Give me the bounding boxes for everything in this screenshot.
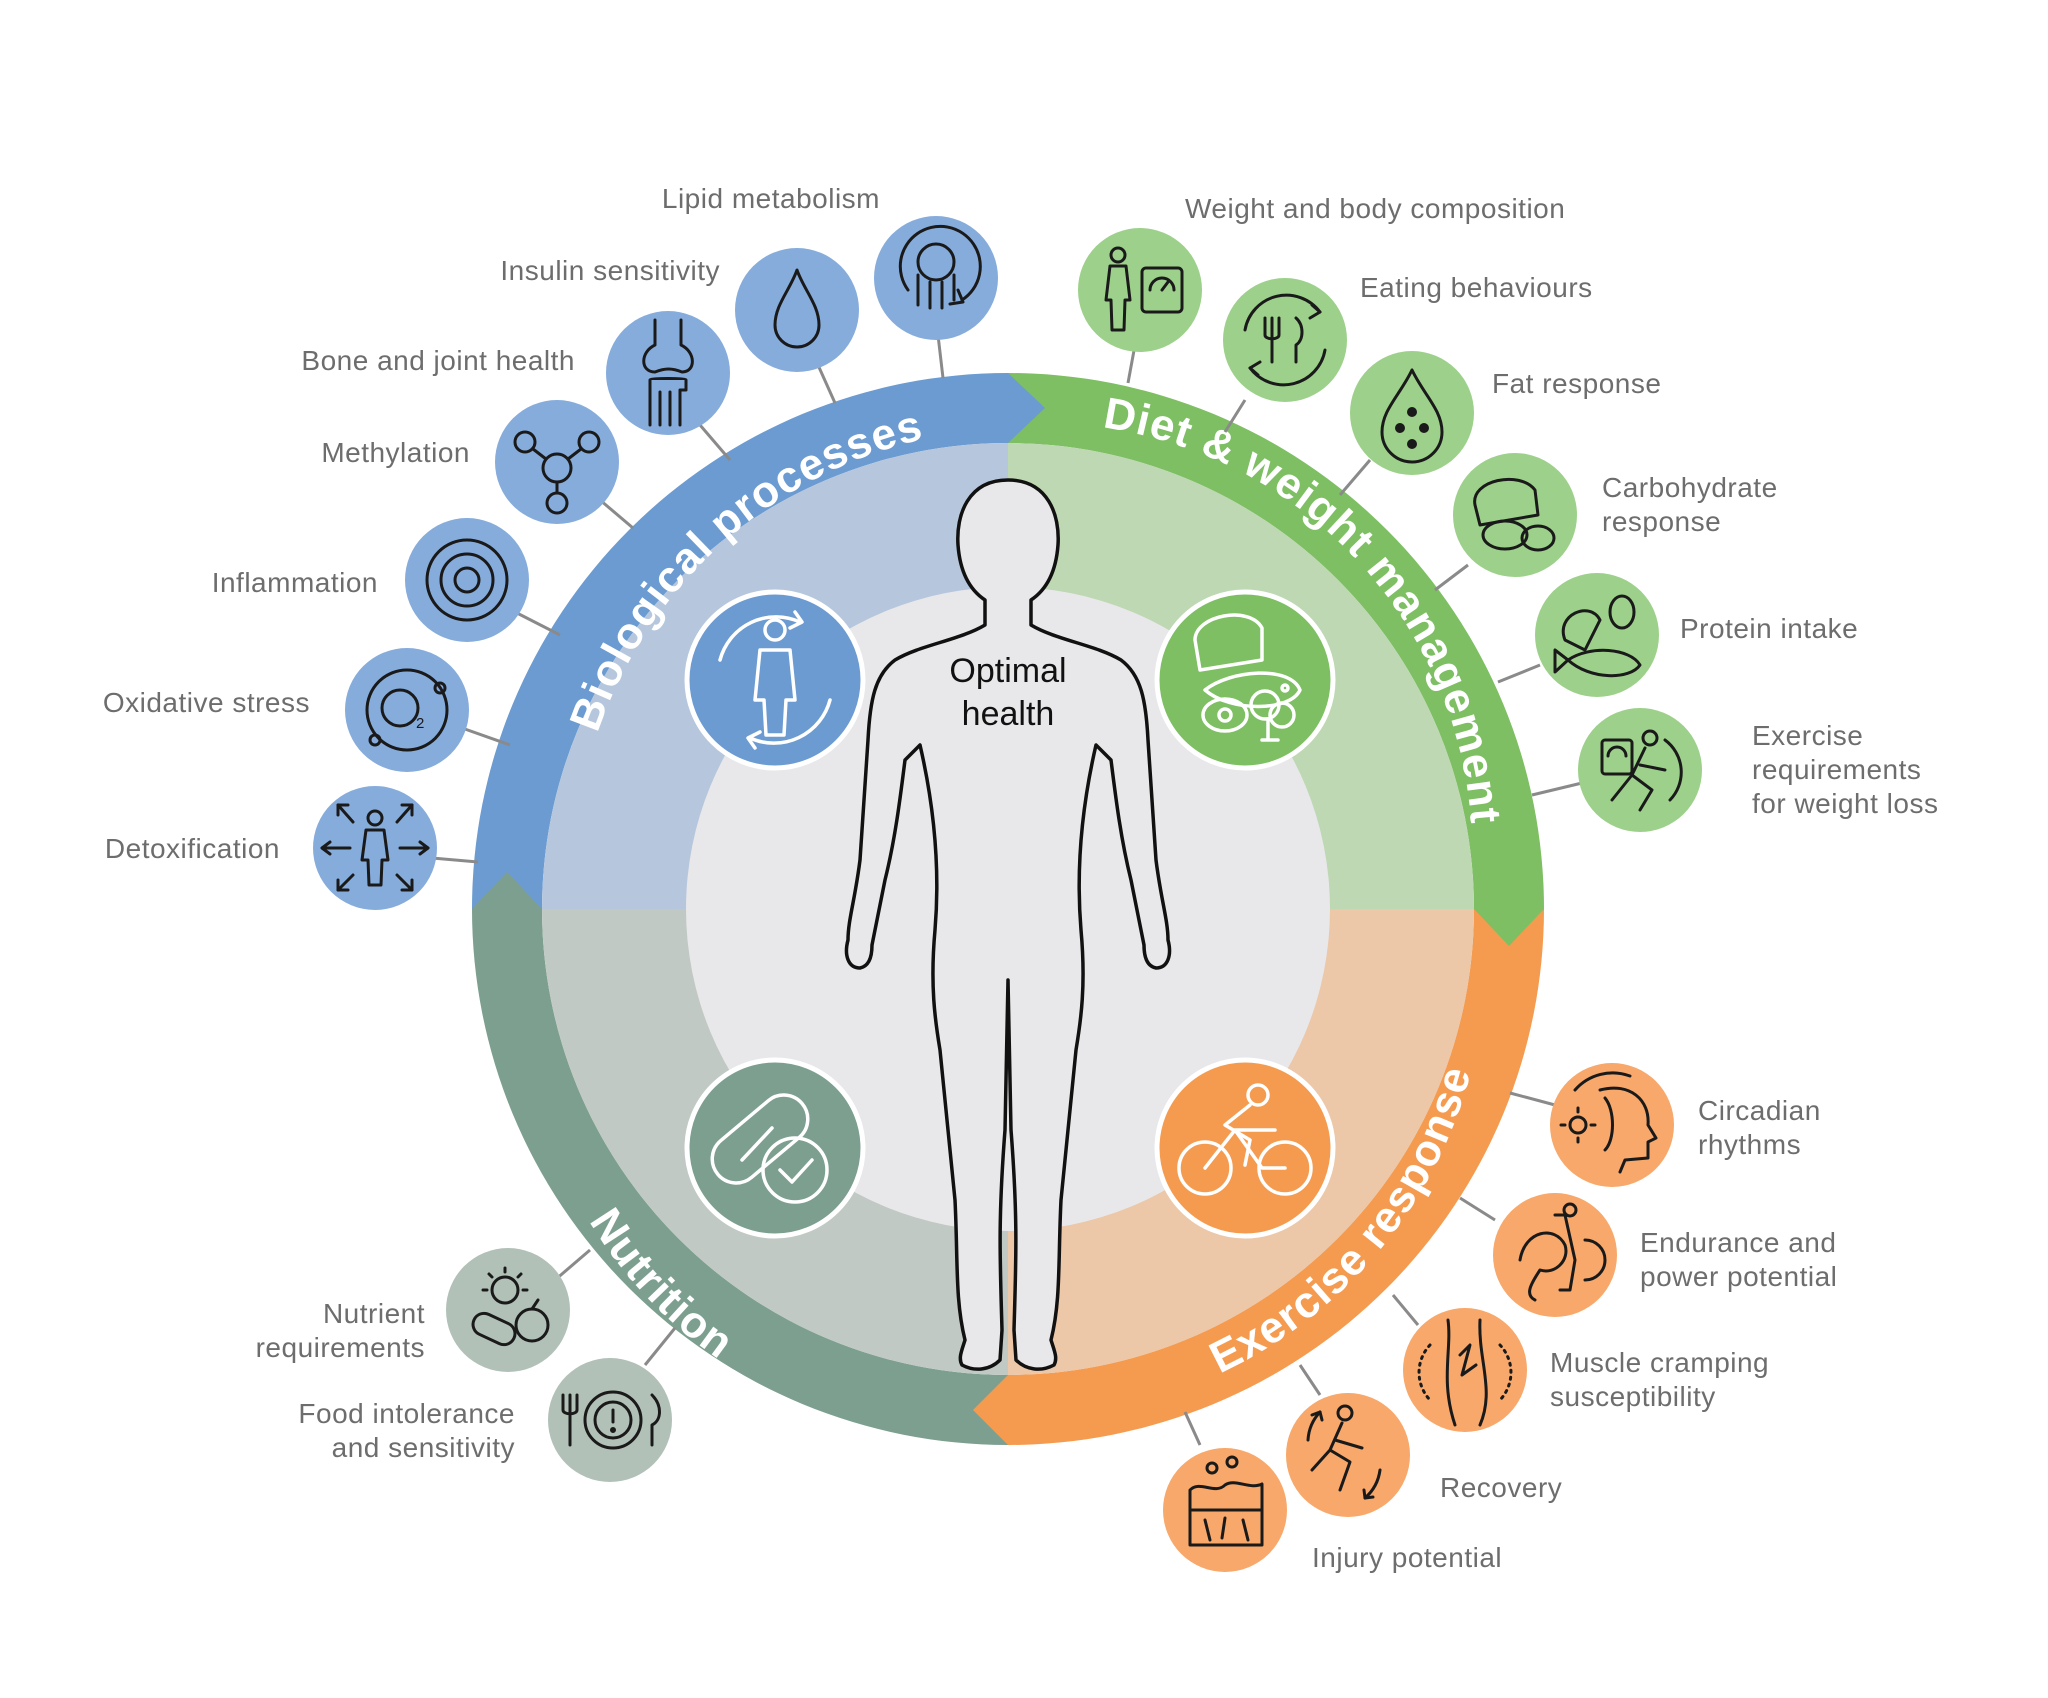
nutrition-item-intolerance-label-1: Food intolerance bbox=[298, 1398, 515, 1429]
diet-item-eating-label: Eating behaviours bbox=[1360, 272, 1593, 303]
exercise-item-injury: Injury potential bbox=[1163, 1448, 1502, 1573]
inner-icon-diet bbox=[1154, 589, 1336, 771]
diet-item-weight: Weight and body composition bbox=[1078, 193, 1565, 352]
bio-item-inflammation: Inflammation bbox=[212, 518, 529, 642]
nutrition-band bbox=[472, 909, 1008, 1445]
arrow-bio-to-diet bbox=[1008, 373, 1045, 443]
knee-joint-icon bbox=[642, 318, 694, 427]
cramp-leg-icon bbox=[1417, 1318, 1513, 1427]
bread-potato-icon bbox=[1473, 477, 1556, 552]
diet-item-carb: Carbohydrate response bbox=[1453, 453, 1778, 577]
exercise-item-cramp-label-1: Muscle cramping bbox=[1550, 1347, 1769, 1378]
body-scale-icon bbox=[1104, 246, 1184, 332]
diet-item-carb-label-2: response bbox=[1602, 506, 1721, 537]
human-figure: Optimal health bbox=[844, 478, 1172, 1371]
diet-item-protein: Protein intake bbox=[1535, 573, 1858, 697]
cyclist-icon bbox=[1177, 1083, 1313, 1196]
diet-item-exreq-label-2: requirements bbox=[1752, 754, 1921, 785]
molecule-icon bbox=[513, 430, 601, 515]
inner-icon-biological bbox=[684, 589, 866, 771]
exercise-band bbox=[1008, 909, 1544, 1445]
exercise-item-recovery-label: Recovery bbox=[1440, 1472, 1562, 1503]
diet-band bbox=[1008, 373, 1544, 909]
diet-item-exreq-label-1: Exercise bbox=[1752, 720, 1863, 751]
diet-item-exreq: Exercise requirements for weight loss bbox=[1578, 708, 1938, 832]
diet-item-exreq-label-3: for weight loss bbox=[1752, 788, 1938, 819]
exercise-item-recovery: Recovery bbox=[1286, 1393, 1562, 1517]
bio-item-lipid-label: Lipid metabolism bbox=[662, 183, 880, 214]
bio-item-insulin: Insulin sensitivity bbox=[500, 248, 859, 372]
capsule-check-icon bbox=[710, 1093, 829, 1204]
exercise-items: Circadian rhythms Endurance and power po… bbox=[1163, 1063, 1837, 1573]
body-cycle-icon bbox=[718, 610, 832, 750]
diet-item-protein-label: Protein intake bbox=[1680, 613, 1858, 644]
diet-item-weight-label: Weight and body composition bbox=[1185, 193, 1565, 224]
arrow-exercise-to-nutrition bbox=[973, 1375, 1008, 1445]
inner-icon-nutrition bbox=[684, 1057, 866, 1239]
bio-item-oxidative: 2 Oxidative stress bbox=[103, 648, 469, 772]
center-title-line1: Optimal bbox=[949, 652, 1066, 690]
bio-item-oxidative-label: Oxidative stress bbox=[103, 687, 310, 718]
bio-item-methylation: Methylation bbox=[321, 400, 619, 524]
center-title-line2: health bbox=[962, 695, 1055, 733]
bio-item-insulin-label: Insulin sensitivity bbox=[500, 255, 720, 286]
scale-runner-icon bbox=[1600, 729, 1683, 812]
bio-item-detox: Detoxification bbox=[105, 786, 437, 910]
cutlery-cycle-icon bbox=[1243, 293, 1327, 387]
exercise-item-endurance: Endurance and power potential bbox=[1493, 1193, 1837, 1317]
drop-icon bbox=[773, 268, 821, 349]
exercise-item-cramp-label-2: susceptibility bbox=[1550, 1381, 1716, 1412]
head-sun-icon bbox=[1559, 1071, 1658, 1174]
bio-item-bone: Bone and joint health bbox=[301, 311, 730, 435]
bio-item-bone-label: Bone and joint health bbox=[301, 345, 575, 376]
nutrition-item-nutrient: Nutrient requirements bbox=[256, 1248, 570, 1372]
inner-icon-exercise bbox=[1154, 1057, 1336, 1239]
exercise-item-endurance-label-1: Endurance and bbox=[1640, 1227, 1836, 1258]
bio-item-detox-label: Detoxification bbox=[105, 833, 280, 864]
exercise-item-injury-label: Injury potential bbox=[1312, 1542, 1502, 1573]
arrow-diet-to-exercise bbox=[1474, 909, 1544, 946]
exercise-item-cramp: Muscle cramping susceptibility bbox=[1403, 1308, 1769, 1432]
exercise-item-circadian-label-2: rhythms bbox=[1698, 1129, 1801, 1160]
oxygen-icon: 2 bbox=[365, 668, 449, 752]
bio-item-methylation-label: Methylation bbox=[321, 437, 470, 468]
plate-alert-icon bbox=[561, 1390, 661, 1450]
body-arrows-icon bbox=[320, 803, 430, 892]
fat-drop-icon bbox=[1380, 368, 1444, 464]
exercise-item-circadian: Circadian rhythms bbox=[1550, 1063, 1821, 1187]
food-group-icon bbox=[1193, 613, 1302, 742]
concentric-rings-icon bbox=[425, 538, 509, 622]
biological-items: Lipid metabolism Insulin sensitivity Bon… bbox=[103, 183, 998, 910]
diet-item-carb-label-1: Carbohydrate bbox=[1602, 472, 1778, 503]
biological-band bbox=[472, 373, 1008, 909]
lipid-icon bbox=[898, 224, 982, 310]
exercise-item-endurance-label-2: power potential bbox=[1640, 1261, 1837, 1292]
arrow-nutrition-to-bio bbox=[472, 872, 542, 909]
recovery-runner-icon bbox=[1306, 1404, 1382, 1500]
outer-ring bbox=[472, 373, 1544, 1445]
diet-items: Weight and body composition Eating behav… bbox=[1078, 193, 1938, 832]
nutrition-item-intolerance: Food intolerance and sensitivity bbox=[298, 1358, 672, 1482]
diet-item-eating: Eating behaviours bbox=[1223, 272, 1593, 402]
meat-egg-fish-icon bbox=[1553, 594, 1642, 678]
muscle-icon bbox=[1518, 1202, 1607, 1302]
bio-item-inflammation-label: Inflammation bbox=[212, 567, 378, 598]
sun-pill-fruit-icon bbox=[471, 1266, 550, 1347]
exercise-item-circadian-label-1: Circadian bbox=[1698, 1095, 1821, 1126]
bio-item-lipid: Lipid metabolism bbox=[662, 183, 998, 340]
nutrition-item-nutrient-label-1: Nutrient bbox=[323, 1298, 425, 1329]
nutrition-items: Nutrient requirements Food intolerance a… bbox=[256, 1248, 677, 1482]
svg-text:2: 2 bbox=[416, 715, 424, 732]
diet-item-fat: Fat response bbox=[1350, 351, 1661, 475]
nutrition-item-intolerance-label-2: and sensitivity bbox=[332, 1432, 515, 1463]
diet-item-fat-label: Fat response bbox=[1492, 368, 1661, 399]
nutrition-item-nutrient-label-2: requirements bbox=[256, 1332, 425, 1363]
injury-tissue-icon bbox=[1188, 1455, 1264, 1547]
